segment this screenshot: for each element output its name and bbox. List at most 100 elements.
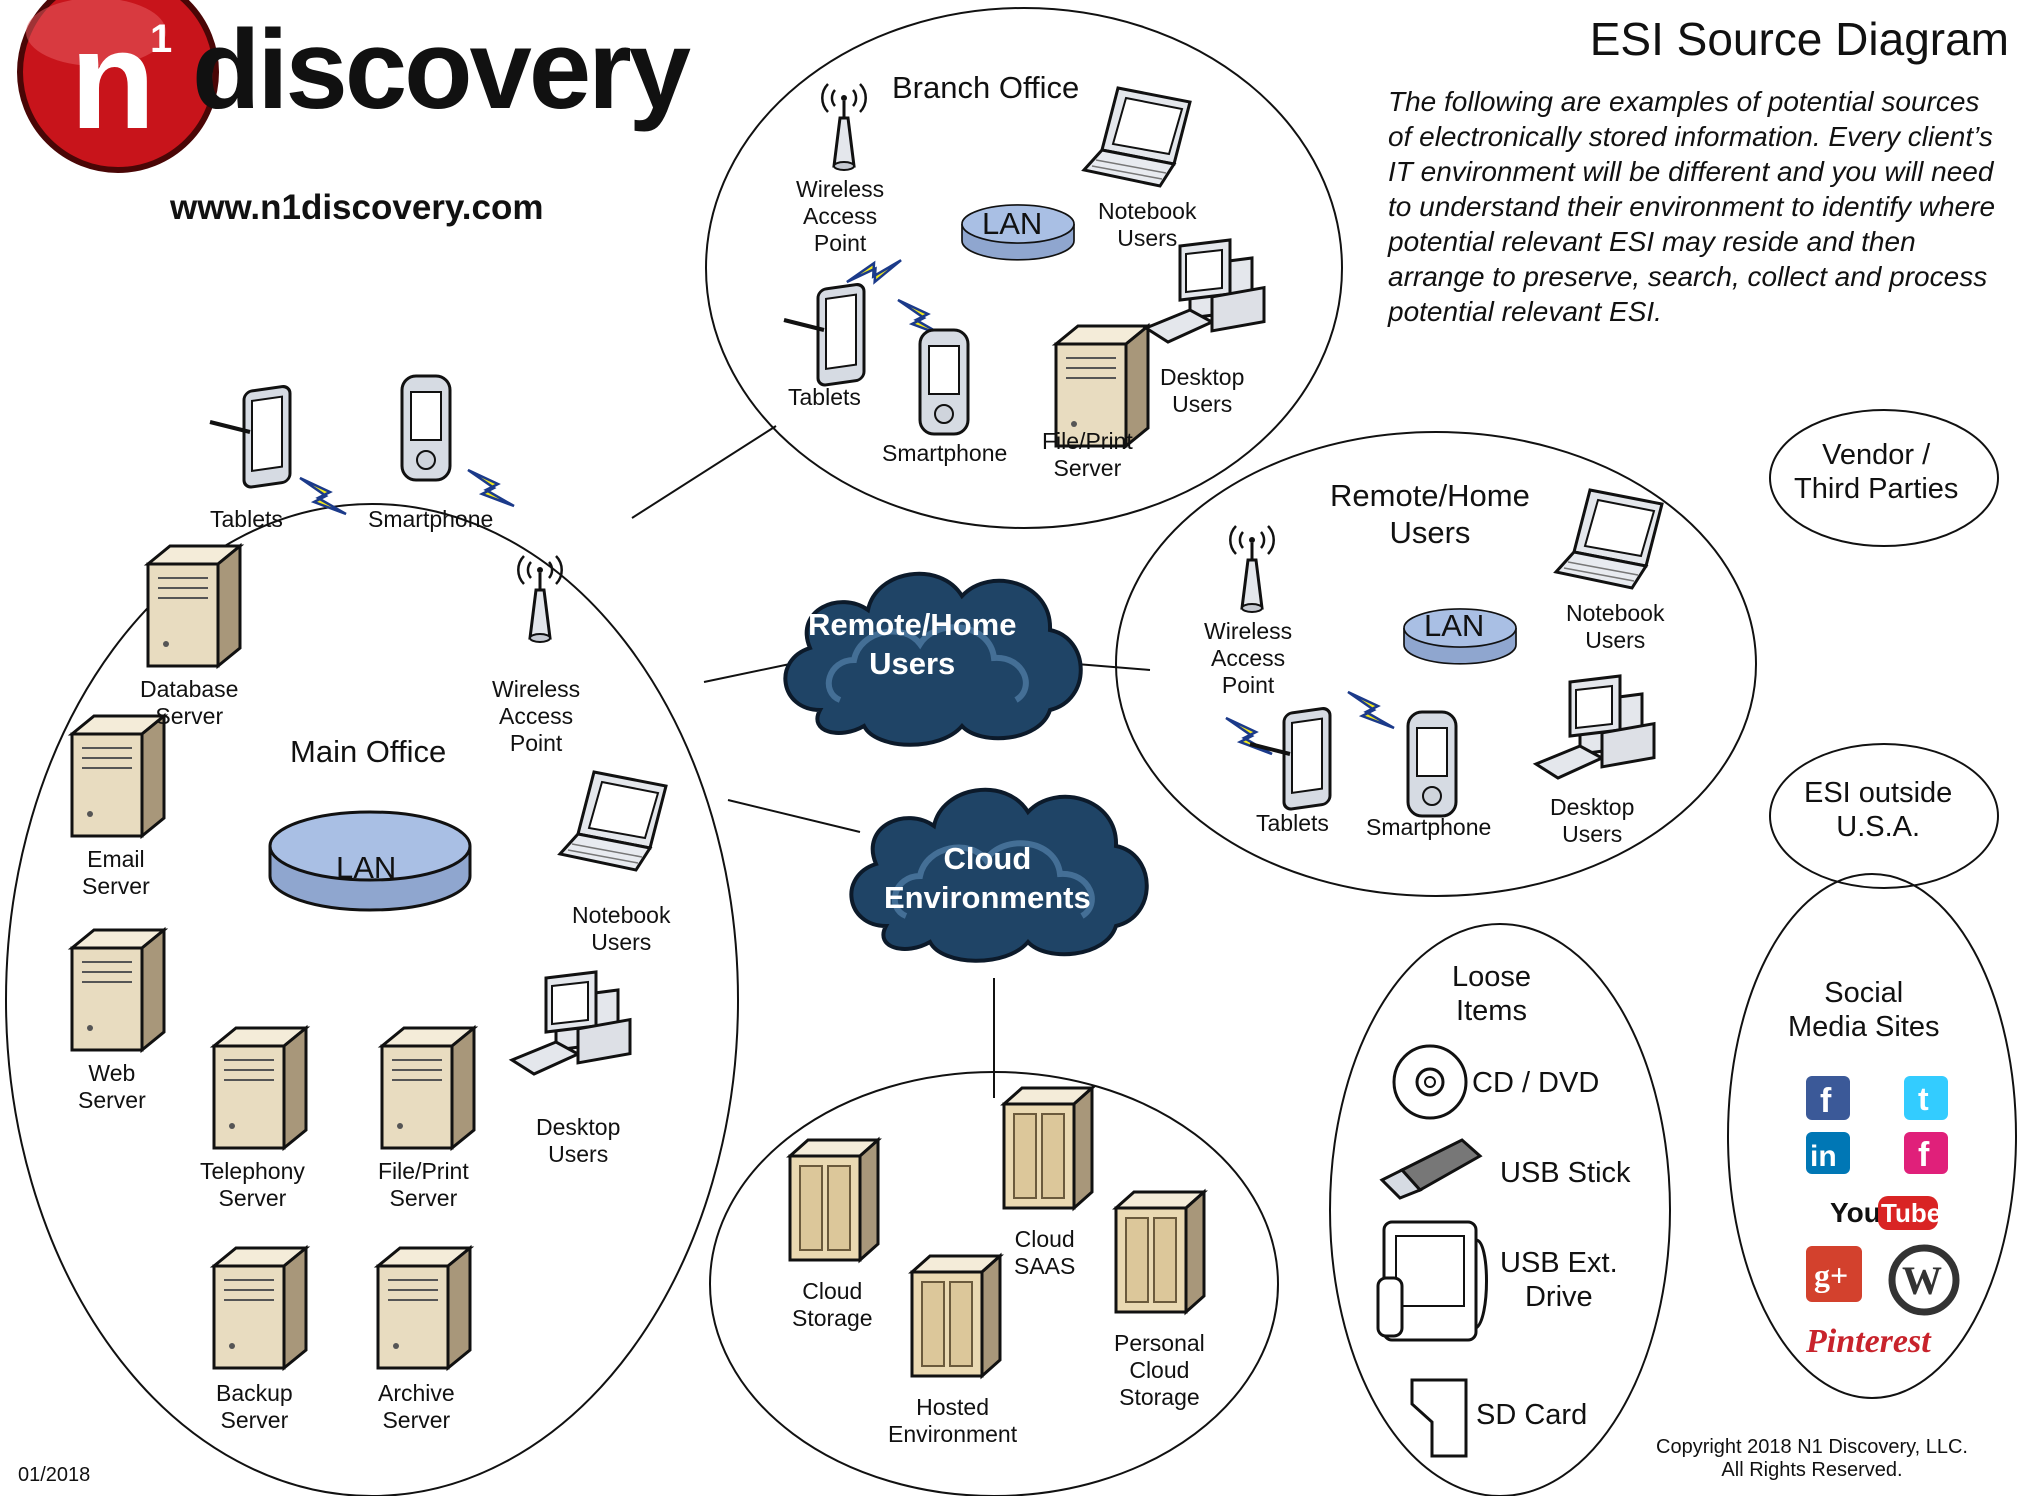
cloud-saas-icon [1002, 1086, 1094, 1210]
connectors [631, 425, 1151, 1098]
tablet-icon [1248, 705, 1332, 812]
svg-text:f: f [1820, 1082, 1832, 1120]
logo-n: n [70, 1, 156, 158]
wireless-access-point-icon [1228, 524, 1276, 614]
smartphone-icon [400, 374, 452, 482]
website-url[interactable]: www.n1discovery.com [170, 188, 544, 227]
vendor-region [1769, 409, 1999, 547]
branch-smartphone-label: Smartphone [882, 440, 1008, 466]
desktop-icon [510, 970, 632, 1076]
linkedin-icon: in [1806, 1132, 1850, 1174]
cloud-saas-label: Cloud SAAS [1014, 1226, 1076, 1280]
wordpress-icon: W [1888, 1244, 1960, 1316]
archive-server-label: Archive Server [378, 1380, 455, 1434]
main-notebook-label: Notebook Users [572, 902, 671, 956]
social-media-region [1727, 873, 2017, 1399]
branch-wap-label: Wireless Access Point [796, 176, 885, 257]
branch-desktop-label: Desktop Users [1160, 364, 1245, 418]
youtube-icon: You Tube [1830, 1196, 1941, 1230]
cloud-environment-region [709, 1071, 1279, 1496]
logo-wordmark: discovery [192, 7, 691, 132]
backup-server-icon [212, 1246, 308, 1370]
database-server-label: Database Server [140, 676, 239, 730]
backup-server-label: Backup Server [216, 1380, 293, 1434]
remote-notebook-label: Notebook Users [1566, 600, 1665, 654]
usb-stick-label: USB Stick [1500, 1157, 1631, 1189]
personal-cloud-storage-icon [1114, 1190, 1206, 1314]
branch-lan-label: LAN [982, 206, 1043, 241]
svg-text:You: You [1830, 1197, 1881, 1228]
usb-external-drive-icon [1376, 1220, 1488, 1342]
desktop-icon [1144, 238, 1266, 344]
file-print-server-label: File/Print Server [378, 1158, 469, 1212]
telephony-server-icon [212, 1026, 308, 1150]
facebook-alt-icon: f [1904, 1132, 1948, 1174]
wireless-bolt-icon [466, 468, 516, 508]
branch-file-print-label: File/Print Server [1042, 428, 1133, 482]
n1-logo: n 1 [17, 0, 219, 173]
tablet-icon [782, 281, 866, 388]
svg-text:in: in [1810, 1140, 1837, 1173]
remote-desktop-label: Desktop Users [1550, 794, 1635, 848]
cloud-storage-icon [788, 1138, 880, 1262]
notebook-icon [558, 770, 668, 872]
svg-text:W: W [1902, 1258, 1942, 1303]
web-server-label: Web Server [78, 1060, 146, 1114]
email-server-label: Email Server [82, 846, 150, 900]
wireless-access-point-icon [516, 554, 564, 644]
cd-dvd-icon [1392, 1044, 1468, 1120]
twitter-icon: t [1904, 1076, 1948, 1120]
remote-wap-label: Wireless Access Point [1204, 618, 1293, 699]
remote-lan-label: LAN [1424, 608, 1485, 643]
svg-text:Pinterest: Pinterest [1805, 1323, 1932, 1360]
cloud-environments-label: Cloud Environments [884, 841, 1091, 915]
main-wap-label: Wireless Access Point [492, 676, 581, 757]
svg-text:f: f [1918, 1136, 1930, 1174]
remote-home-cloud-label: Remote/Home Users [808, 607, 1017, 681]
cd-dvd-label: CD / DVD [1472, 1067, 1600, 1099]
svg-text:g+: g+ [1814, 1257, 1848, 1293]
vendor-label: Vendor / Third Parties [1794, 439, 1959, 506]
pinterest-icon: Pinterest [1805, 1323, 1932, 1360]
sd-card-icon [1410, 1378, 1468, 1458]
loose-items-title: Loose Items [1452, 961, 1532, 1028]
hosted-environment-label: Hosted Environment [888, 1394, 1018, 1448]
main-tablets-label: Tablets [210, 506, 283, 532]
branch-tablets-label: Tablets [788, 384, 861, 410]
facebook-icon: f [1806, 1076, 1850, 1120]
personal-cloud-storage-label: Personal Cloud Storage [1114, 1330, 1205, 1411]
hosted-environment-icon [910, 1254, 1002, 1378]
outside-usa-label: ESI outside U.S.A. [1804, 777, 1953, 844]
email-server-icon [70, 714, 166, 838]
logo-superscript: 1 [150, 17, 172, 61]
main-smartphone-label: Smartphone [368, 506, 494, 532]
notebook-icon [1082, 86, 1192, 188]
archive-server-icon [376, 1246, 472, 1370]
sd-card-label: SD Card [1476, 1399, 1588, 1431]
branch-office-title: Branch Office [892, 70, 1080, 105]
main-office-region [5, 503, 739, 1496]
web-server-icon [70, 928, 166, 1052]
smartphone-icon [918, 328, 970, 436]
cloud-storage-label: Cloud Storage [792, 1278, 873, 1332]
google-plus-icon: g+ [1806, 1246, 1862, 1302]
remote-home-title: Remote/Home Users [1330, 478, 1530, 550]
branch-office-region [705, 7, 1343, 529]
intro-text: The following are examples of potential … [1388, 86, 1996, 327]
file-print-server-icon [380, 1026, 476, 1150]
outside-usa-region [1769, 743, 1999, 889]
main-office-title: Main Office [290, 734, 447, 769]
telephony-server-label: Telephony Server [200, 1158, 305, 1212]
desktop-icon [1534, 674, 1656, 780]
notebook-icon [1554, 488, 1664, 590]
date-stamp: 01/2018 [18, 1464, 91, 1486]
usb-ext-drive-label: USB Ext. Drive [1500, 1247, 1618, 1314]
remote-tablets-label: Tablets [1256, 810, 1329, 836]
main-desktop-label: Desktop Users [536, 1114, 621, 1168]
svg-text:t: t [1918, 1081, 1929, 1117]
page-title: ESI Source Diagram [1589, 13, 2009, 65]
database-server-icon [146, 544, 242, 668]
branch-notebook-label: Notebook Users [1098, 198, 1197, 252]
social-media-title: Social Media Sites [1788, 977, 1940, 1044]
remote-smartphone-label: Smartphone [1366, 814, 1492, 840]
